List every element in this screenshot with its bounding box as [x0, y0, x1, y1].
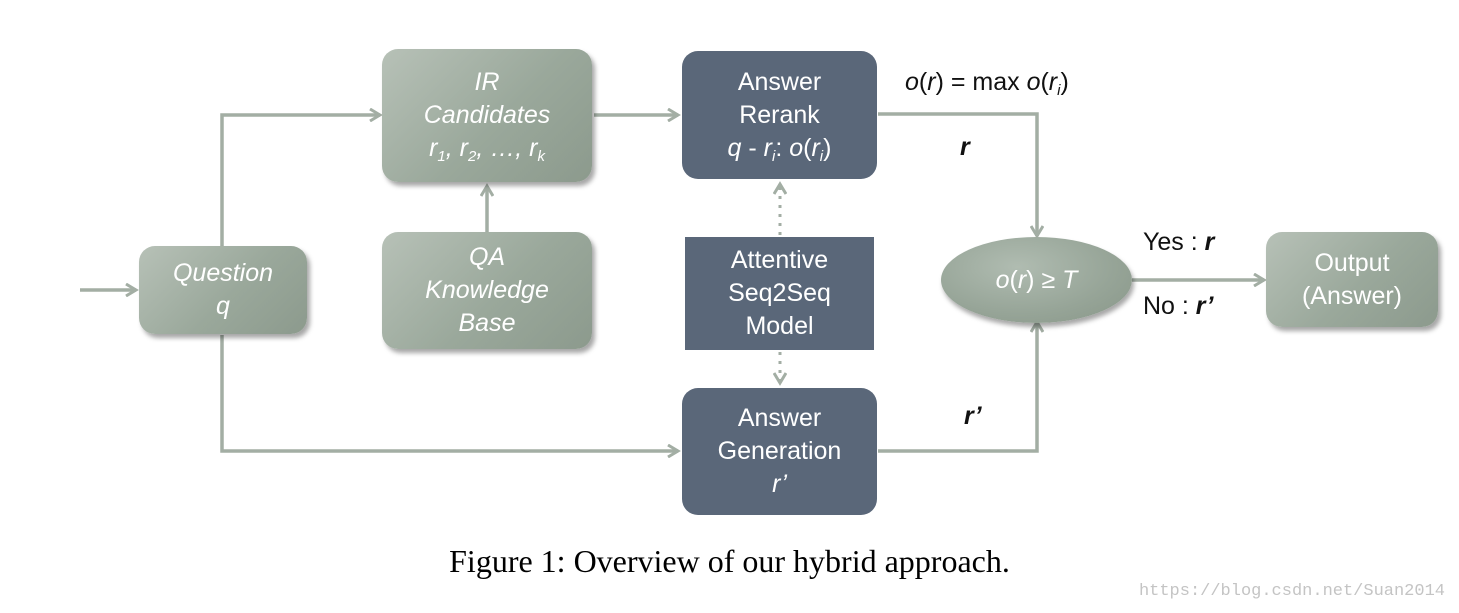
qa-label: QA — [468, 243, 506, 271]
output-node: Output (Answer) — [1266, 232, 1438, 327]
rerank-to-decision-arrow — [878, 112, 1037, 236]
rerank-score-expression: q - ri: o(ri) — [727, 133, 832, 165]
attentive-label: Attentive — [730, 246, 829, 274]
watermark: https://blog.csdn.net/Suan2014 — [1138, 582, 1445, 601]
threshold-decision-node: o(r) ≥ T — [941, 237, 1132, 323]
generation-answer-label: Answer — [737, 404, 822, 432]
max-score-label: o(r) = max o(ri) — [905, 68, 1069, 99]
rerank-label: Rerank — [739, 100, 820, 129]
rerank-output-label: r — [960, 133, 970, 161]
figure-caption: Figure 1: Overview of our hybrid approac… — [449, 543, 1010, 579]
generation-variable: r’ — [772, 470, 787, 498]
no-label: No : r’ — [1143, 292, 1214, 320]
question-variable: q — [216, 292, 230, 320]
question-to-generation-arrow — [220, 335, 678, 451]
question-label: Question — [172, 259, 274, 287]
qa-knowledge-base-node: QA Knowledge Base — [382, 232, 592, 349]
ir-candidates-node: IR Candidates r1, r2, …, rk — [382, 49, 592, 182]
yes-label: Yes : r — [1143, 228, 1215, 256]
knowledge-label: Knowledge — [425, 276, 549, 304]
threshold-expression: o(r) ≥ T — [995, 265, 1078, 294]
model-label: Model — [745, 312, 814, 340]
generation-output-label: r’ — [964, 402, 982, 430]
answer-rerank-node: Answer Rerank q - ri: o(ri) — [682, 51, 877, 179]
rerank-answer-label: Answer — [737, 67, 822, 96]
generation-to-decision-arrow — [878, 322, 1037, 453]
ir-candidate-list: r1, r2, …, rk — [429, 134, 545, 165]
base-label: Base — [458, 309, 516, 337]
question-node: Question q — [139, 246, 307, 334]
output-label: Output — [1314, 248, 1390, 277]
ir-candidates-label: Candidates — [423, 101, 551, 129]
ir-label: IR — [474, 68, 500, 96]
answer-generation-node: Answer Generation r’ — [682, 388, 877, 515]
generation-label: Generation — [717, 437, 842, 465]
attentive-seq2seq-node: Attentive Seq2Seq Model — [685, 237, 874, 350]
question-to-ir-arrow — [220, 115, 380, 246]
output-answer-label: (Answer) — [1301, 281, 1402, 310]
seq2seq-label: Seq2Seq — [728, 279, 831, 307]
